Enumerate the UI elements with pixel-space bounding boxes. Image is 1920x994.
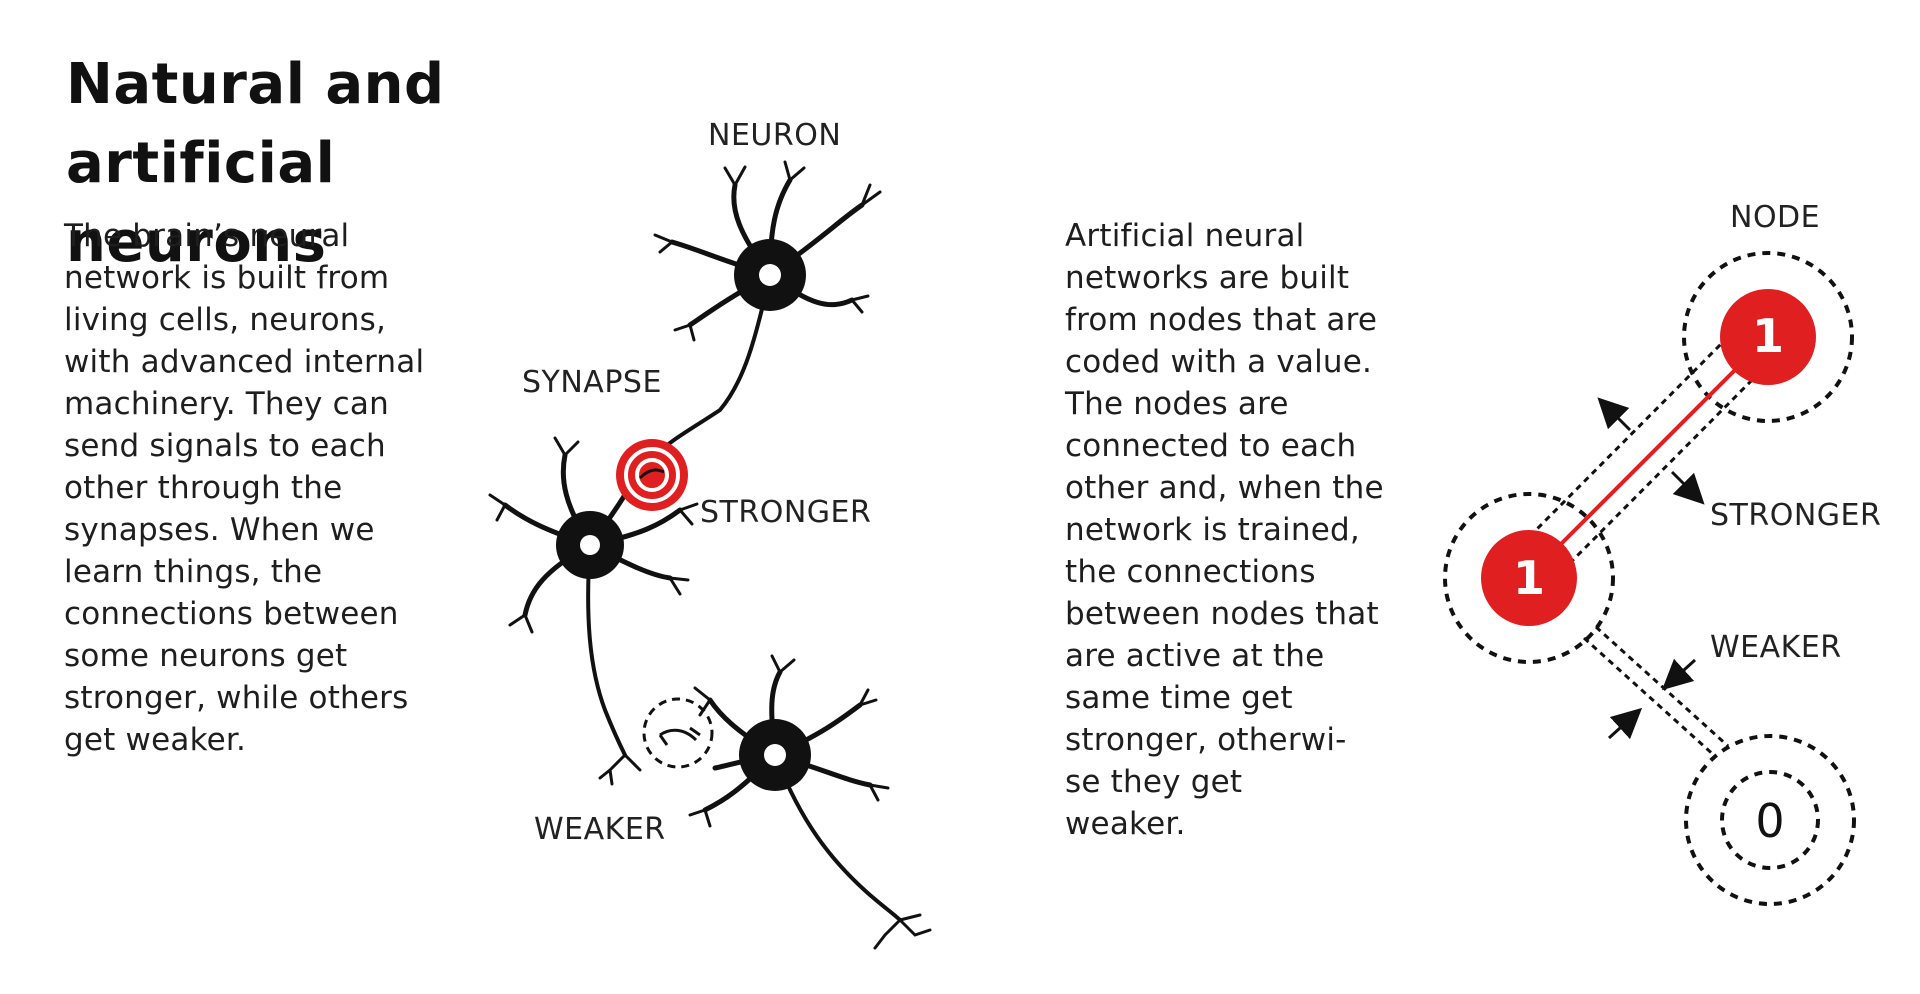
text-line: other and, when the — [1065, 470, 1384, 506]
arrow-weaker-in-upper — [1661, 658, 1697, 691]
synapse-label: SYNAPSE — [522, 365, 662, 400]
text-line: the connections — [1065, 554, 1316, 590]
text-line: with advanced internal — [64, 344, 425, 380]
synapse-stronger-marker — [616, 439, 688, 511]
text-line: stronger, otherwi- — [1065, 722, 1347, 758]
text-line: network is trained, — [1065, 512, 1360, 548]
node-top-value: 1 — [1752, 309, 1784, 363]
text-line: between nodes that — [1065, 596, 1379, 632]
text-line: living cells, neurons, — [64, 302, 387, 338]
neuron-bottom — [688, 654, 932, 950]
text-line: weaker. — [1065, 806, 1186, 842]
arrow-weaker-in-lower — [1607, 707, 1643, 740]
node-weaker-label: WEAKER — [1710, 630, 1842, 665]
synapse-weaker-marker — [642, 697, 714, 769]
neuron-top — [648, 160, 882, 462]
text-line: The nodes are — [1065, 386, 1289, 422]
neuron-weaker-label: WEAKER — [534, 812, 666, 847]
arrow-stronger-out-lower — [1670, 470, 1705, 505]
text-line: are active at the — [1065, 638, 1325, 674]
node-bottom-value: 0 — [1755, 794, 1784, 848]
title-line-1: Natural and — [66, 52, 445, 117]
natural-neurons-description: The brain’s neural network is built from… — [64, 215, 424, 761]
text-line: network is built from — [64, 260, 390, 296]
text-line: connected to each — [1065, 428, 1357, 464]
text-line: some neurons get — [64, 638, 348, 674]
node-top-halo — [1682, 251, 1854, 423]
node-middle-halo — [1443, 492, 1615, 664]
neuron-label: NEURON — [708, 118, 842, 153]
text-line: learn things, the — [64, 554, 323, 590]
text-line: The brain’s neural — [64, 218, 350, 254]
artificial-neurons-description: Artificial neural networks are built fro… — [1065, 215, 1384, 845]
page-title: Natural and artificial neurons — [66, 45, 586, 282]
node-bottom-halo — [1684, 734, 1856, 906]
text-line: machinery. They can — [64, 386, 389, 422]
neuron-stronger-label: STRONGER — [700, 495, 872, 530]
node-label: NODE — [1730, 200, 1821, 235]
text-line: coded with a value. — [1065, 344, 1373, 380]
node-top — [1720, 289, 1816, 385]
node-stronger-label: STRONGER — [1710, 498, 1882, 533]
text-line: other through the — [64, 470, 343, 506]
title-line-2: artificial neurons — [66, 131, 336, 275]
node-bottom-inner-ring — [1720, 770, 1820, 870]
connection-stronger — [1534, 335, 1762, 567]
text-line: synapses. When we — [64, 512, 375, 548]
text-line: networks are built — [1065, 260, 1350, 296]
text-line: Artificial neural — [1065, 218, 1305, 254]
text-line: get weaker. — [64, 722, 247, 758]
text-line: from nodes that are — [1065, 302, 1378, 338]
arrow-stronger-out-upper — [1597, 397, 1632, 432]
node-middle — [1481, 530, 1577, 626]
text-line: se they get — [1065, 764, 1243, 800]
text-line: connections between — [64, 596, 399, 632]
node-middle-value: 1 — [1513, 551, 1545, 605]
text-line: same time get — [1065, 680, 1293, 716]
text-line: send signals to each — [64, 428, 386, 464]
text-line: stronger, while others — [64, 680, 409, 716]
connection-weaker — [1582, 625, 1730, 759]
